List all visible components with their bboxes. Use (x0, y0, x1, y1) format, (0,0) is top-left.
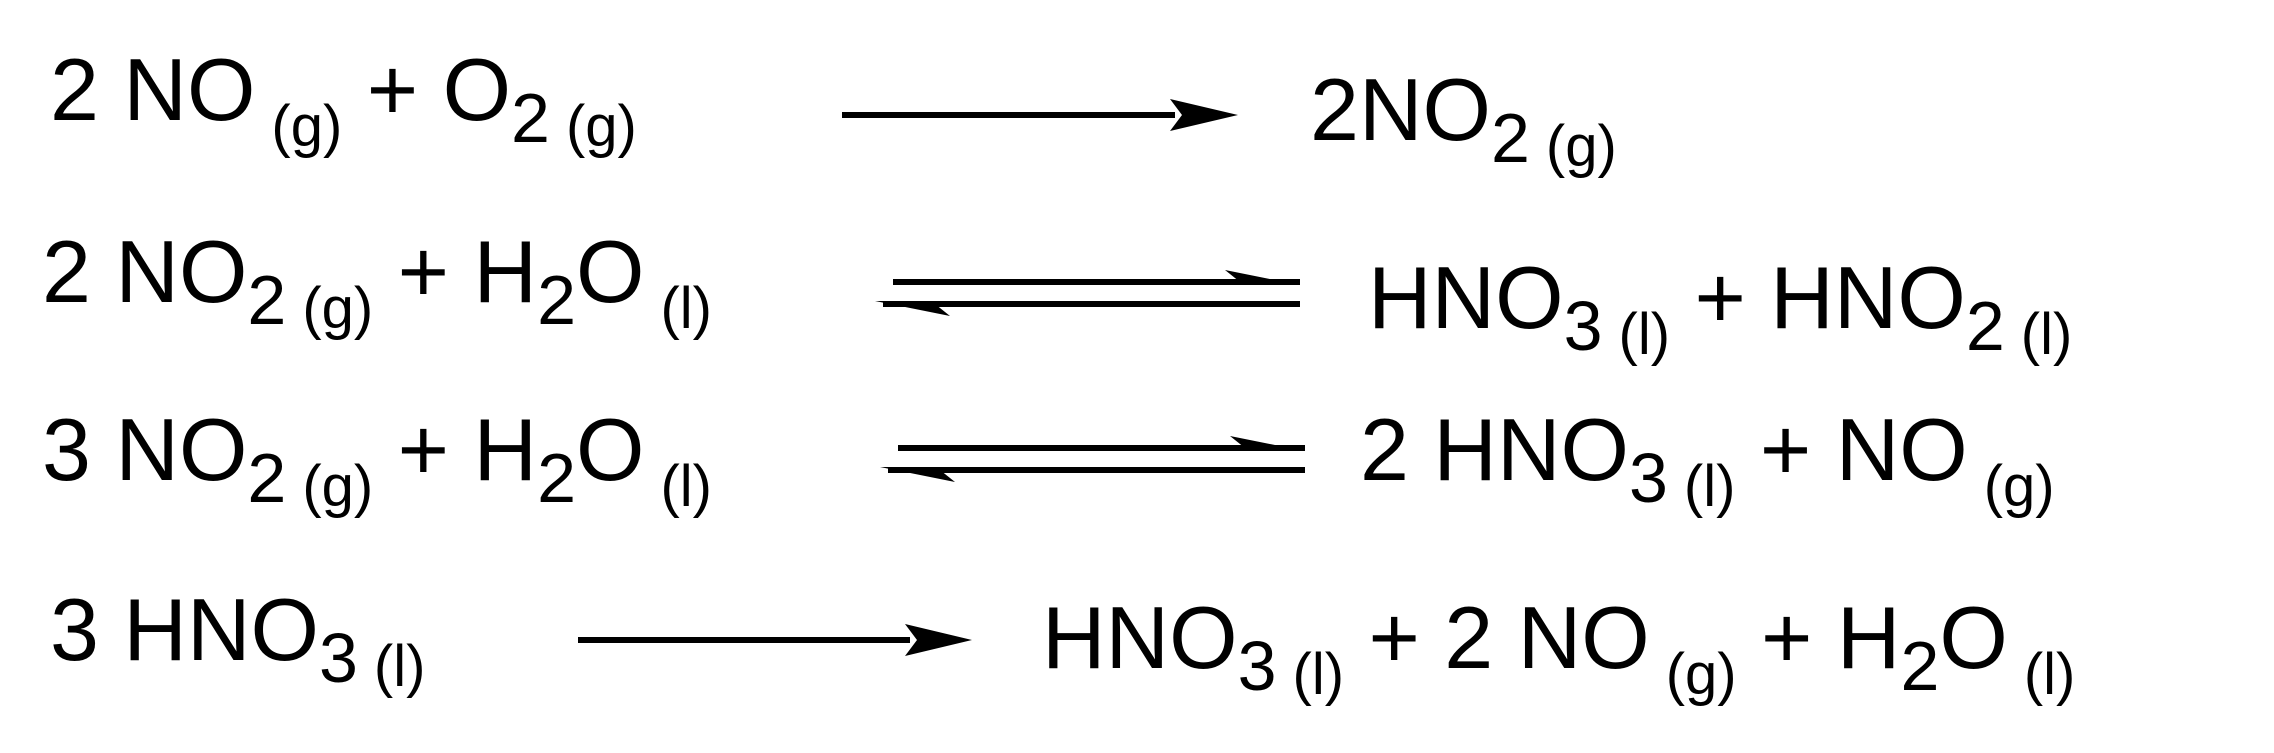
formula-text: O (576, 222, 644, 321)
reaction-1-reactants: 2 NO(g) + O2(g) (50, 40, 637, 159)
formula-text: 2 NO (42, 222, 247, 321)
formula-text: 2 NO (50, 40, 255, 139)
forward-half-arrow-head (1230, 436, 1305, 451)
subscript: 2 (511, 79, 550, 157)
state-label: (l) (1619, 302, 1671, 367)
formula-text: HNO (1368, 248, 1564, 347)
formula-text: 3 HNO (50, 580, 319, 679)
reaction-4: 3 HNO3(l) HNO3(l) + 2 NO(g) + H2O(l) (50, 580, 2075, 707)
subscript: 2 (1491, 99, 1530, 177)
subscript: 3 (1629, 439, 1668, 517)
formula-text: + H (1737, 588, 1901, 687)
reaction-3-products: 2 HNO3 (l) + NO (g) (1360, 400, 2055, 519)
formula-text: 3 NO (42, 400, 247, 499)
state-label: (g) (566, 94, 637, 159)
reaction-4-arrow (578, 624, 972, 656)
state-label: (g) (1546, 114, 1617, 179)
reaction-2: 2 NO2(g) + H2O(l) HNO3(l) + HNO2(l) (42, 222, 2072, 367)
subscript: 2 (537, 439, 576, 517)
reaction-3-equilibrium-arrow (880, 436, 1305, 482)
subscript: 2 (537, 261, 576, 339)
reaction-3-reactants: 3 NO2(g) + H2O(l) (42, 400, 712, 519)
reaction-1: 2 NO(g) + O2(g) 2NO2(g) (50, 40, 1617, 179)
state-label: (l) (660, 454, 712, 519)
formula-text: + H (373, 222, 537, 321)
subscript: 2 (247, 439, 286, 517)
reaction-2-equilibrium-arrow (875, 270, 1300, 316)
formula-text: 2NO (1310, 60, 1491, 159)
formula-text: + O (342, 40, 511, 139)
forward-half-arrow-head (1225, 270, 1300, 285)
reaction-1-products: 2NO2(g) (1310, 60, 1617, 179)
formula-text: 2 HNO (1360, 400, 1629, 499)
arrow-head (1170, 99, 1238, 131)
subscript: 2 (1900, 627, 1939, 705)
state-label: (l) (374, 634, 426, 699)
reverse-half-arrow-head (875, 301, 950, 316)
subscript: 2 (1966, 287, 2005, 365)
state-label: (l) (1293, 642, 1345, 707)
reaction-2-products: HNO3 (l) + HNO2 (l) (1368, 248, 2072, 367)
reaction-3: 3 NO2(g) + H2O(l) 2 HNO3(l) + NO(g) (42, 400, 2055, 519)
state-label: (g) (302, 454, 373, 519)
formula-text: O (576, 400, 644, 499)
formula-text: + H (373, 400, 537, 499)
reaction-1-arrow (842, 99, 1238, 131)
subscript: 3 (1238, 627, 1277, 705)
state-label: (g) (302, 276, 373, 341)
reaction-2-reactants: 2 NO2(g) + H2O(l) (42, 222, 712, 341)
subscript: 2 (247, 261, 286, 339)
formula-text: + 2 NO (1344, 588, 1650, 687)
state-label: (g) (1984, 454, 2055, 519)
formula-text: + NO (1735, 400, 1967, 499)
state-label: (l) (660, 276, 712, 341)
formula-text: HNO (1042, 588, 1238, 687)
formula-text: + HNO (1670, 248, 1966, 347)
arrow-head (905, 624, 972, 656)
state-label: (l) (2024, 642, 2076, 707)
subscript: 3 (1564, 287, 1603, 365)
reaction-4-reactants: 3 HNO3 (l) (50, 580, 425, 699)
state-label: (l) (2021, 302, 2073, 367)
state-label: (g) (1666, 642, 1737, 707)
state-label: (g) (271, 94, 342, 159)
subscript: 3 (319, 619, 358, 697)
reaction-4-products: HNO3 (l) + 2 NO(g) + H2O (l) (1042, 588, 2075, 707)
state-label: (l) (1684, 454, 1736, 519)
formula-text: O (1939, 588, 2007, 687)
reverse-half-arrow-head (880, 467, 955, 482)
